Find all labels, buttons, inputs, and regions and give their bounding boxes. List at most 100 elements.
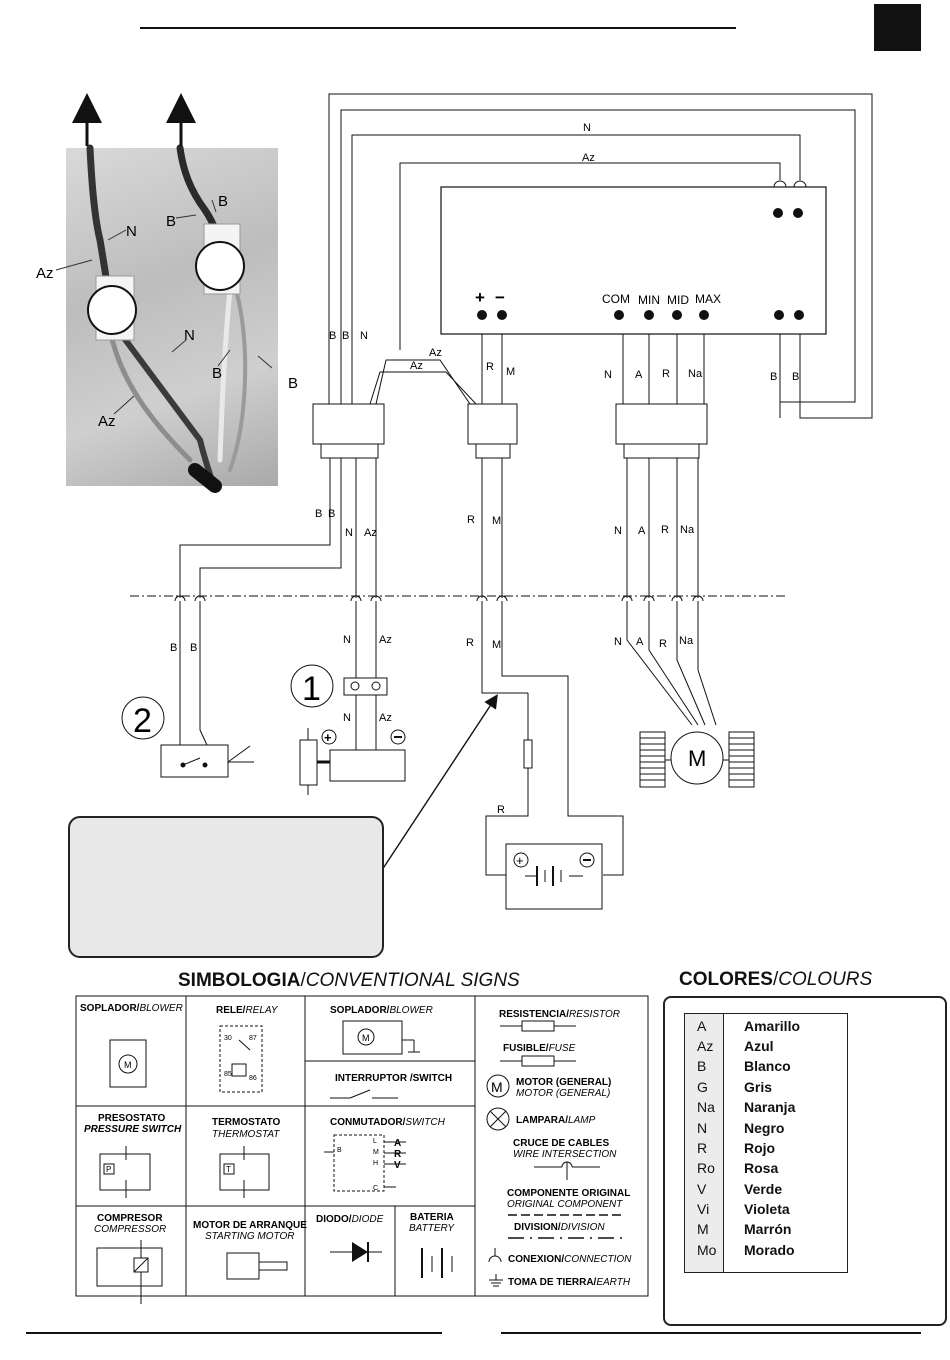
battery-cells bbox=[525, 866, 583, 886]
wire-label-b-r2: B bbox=[792, 371, 799, 383]
svg-text:TOMA DE TIERRA/EARTH: TOMA DE TIERRA/EARTH bbox=[508, 1277, 631, 1288]
wire-label-top-n: N bbox=[583, 122, 591, 134]
wire-label-c-az: Az bbox=[379, 634, 392, 646]
colour-name: Rosa bbox=[744, 1160, 779, 1176]
wire-label-m-n: N bbox=[614, 636, 622, 648]
colour-name: Verde bbox=[744, 1181, 783, 1197]
wire-label-c-n: N bbox=[343, 634, 351, 646]
wire-label-left-b2: B bbox=[342, 330, 349, 342]
note-arrow bbox=[381, 694, 498, 871]
wire-label-low-n2: N bbox=[614, 525, 622, 537]
photo-cables bbox=[86, 144, 248, 493]
photo-marker-2 bbox=[195, 241, 245, 291]
sym-comm-box bbox=[333, 1134, 385, 1192]
bottom-terminals bbox=[477, 310, 804, 320]
wire-label-n-fan: N bbox=[604, 369, 612, 381]
photo-marker-1 bbox=[87, 285, 137, 335]
connector-mid bbox=[467, 403, 518, 445]
sym-thermo-es: TERMOSTATO bbox=[212, 1117, 281, 1128]
photo-leaders bbox=[55, 199, 273, 415]
wire-label-low-na2: Na bbox=[680, 524, 695, 536]
callout-2-circle bbox=[121, 696, 165, 740]
symbology-table bbox=[75, 995, 649, 1297]
sym-battery-es: BATERIA bbox=[410, 1212, 454, 1223]
svg-text:SOPLADOR/BLOWER: SOPLADOR/BLOWER bbox=[330, 1005, 433, 1016]
wire-label-c-r: R bbox=[466, 637, 474, 649]
sym-blower1-es: SOPLADOR/ bbox=[80, 1003, 140, 1014]
lower-wires bbox=[179, 458, 699, 598]
sym-relay-en: RELAY bbox=[245, 1005, 278, 1016]
sym-press-es: PRESOSTATO bbox=[98, 1113, 165, 1124]
colour-code: N bbox=[697, 1120, 708, 1136]
wire-label-az-a: Az bbox=[429, 347, 442, 359]
colour-name: Naranja bbox=[744, 1099, 796, 1115]
colour-code: Az bbox=[697, 1038, 714, 1054]
colours-code-column bbox=[685, 1014, 724, 1272]
wire-label-a-fan: A bbox=[635, 369, 643, 381]
colours-heading-main: COLORES bbox=[679, 969, 773, 990]
sym-resistor-en: RESISTOR bbox=[569, 1009, 620, 1020]
blower-motor-label: M bbox=[688, 746, 706, 771]
wire-label-m-na: Na bbox=[679, 635, 694, 647]
wire-label-c-m: M bbox=[492, 639, 501, 651]
photo-label-az-bottom: Az bbox=[98, 413, 116, 430]
note-box bbox=[68, 816, 384, 958]
colour-name: Gris bbox=[744, 1079, 773, 1095]
wire-label-b-r1: B bbox=[770, 371, 777, 383]
sym-conn-en: CONNECTION bbox=[564, 1254, 632, 1265]
sym-blower2-m: M bbox=[362, 1033, 370, 1043]
compressor-body bbox=[329, 749, 406, 782]
photo-label-n-top: N bbox=[126, 223, 137, 240]
sym-relay-es: RELE/ bbox=[216, 1005, 246, 1016]
photo-label-b-top1: B bbox=[166, 213, 176, 230]
sym-switch-es: INTERRUPTOR / bbox=[335, 1073, 413, 1084]
callout-1: 1 bbox=[302, 670, 321, 708]
sym-comp-es: COMPRESOR bbox=[97, 1213, 163, 1224]
terminal-max: MAX bbox=[695, 292, 721, 306]
wire-label-az-b: Az bbox=[410, 360, 423, 372]
battery-plus: + bbox=[516, 853, 524, 868]
photo-label-az-left: Az bbox=[36, 265, 54, 282]
sym-cross-es: CRUCE DE CABLES bbox=[513, 1138, 609, 1149]
sym-comp-box bbox=[96, 1247, 163, 1287]
sym-comm-a: A bbox=[394, 1138, 401, 1149]
sym-comm-m: M bbox=[373, 1149, 379, 1156]
sym-comm-es: CONMUTADOR/ bbox=[330, 1117, 406, 1128]
symbology-heading-main: SIMBOLOGIA bbox=[178, 970, 301, 991]
wire-label-low-a2: A bbox=[638, 525, 646, 537]
sym-relay-85: 85 bbox=[224, 1071, 232, 1078]
blower-motor bbox=[670, 731, 724, 785]
connector-left-tail bbox=[320, 443, 379, 459]
sym-orig-es: COMPONENTE ORIGINAL bbox=[507, 1188, 630, 1199]
wire-label-bat-r: R bbox=[497, 804, 505, 816]
colours-heading: COLORES/COLOURS bbox=[679, 969, 873, 990]
colour-name: Marrón bbox=[744, 1221, 792, 1237]
photo-label-b-top2: B bbox=[218, 193, 228, 210]
colour-name: Violeta bbox=[744, 1201, 790, 1217]
symbology-heading: SIMBOLOGIA/CONVENTIONAL SIGNS bbox=[178, 970, 520, 991]
sym-comm-en: SWITCH bbox=[405, 1117, 445, 1128]
svg-text:INTERRUPTOR /SWITCH: INTERRUPTOR /SWITCH bbox=[335, 1073, 452, 1084]
sym-motor-en: MOTOR (GENERAL) bbox=[516, 1088, 610, 1099]
sym-press-en: PRESSURE SWITCH bbox=[84, 1124, 182, 1135]
sym-cross-en: WIRE INTERSECTION bbox=[513, 1149, 617, 1160]
sym-blower1-m: M bbox=[124, 1060, 132, 1070]
connector-right-tail bbox=[623, 443, 700, 459]
svg-text:RELE/RELAY: RELE/RELAY bbox=[216, 1005, 279, 1016]
sym-conn-es: CONEXION/ bbox=[508, 1254, 564, 1265]
blower-fan-left bbox=[639, 731, 666, 788]
pressure-switch-symbol bbox=[180, 745, 254, 768]
connector-right bbox=[615, 403, 708, 445]
sym-comp-en: COMPRESSOR bbox=[94, 1224, 166, 1235]
symbology-heading-sub: CONVENTIONAL SIGNS bbox=[305, 970, 520, 991]
wire-label-low-b1: B bbox=[315, 508, 322, 520]
sym-blower2-en: BLOWER bbox=[389, 1005, 432, 1016]
sym-resistor-es: RESISTENCIA/ bbox=[499, 1009, 569, 1020]
wire-label-sw-b1: B bbox=[170, 642, 177, 654]
sym-div-en: DIVISION bbox=[561, 1222, 606, 1233]
